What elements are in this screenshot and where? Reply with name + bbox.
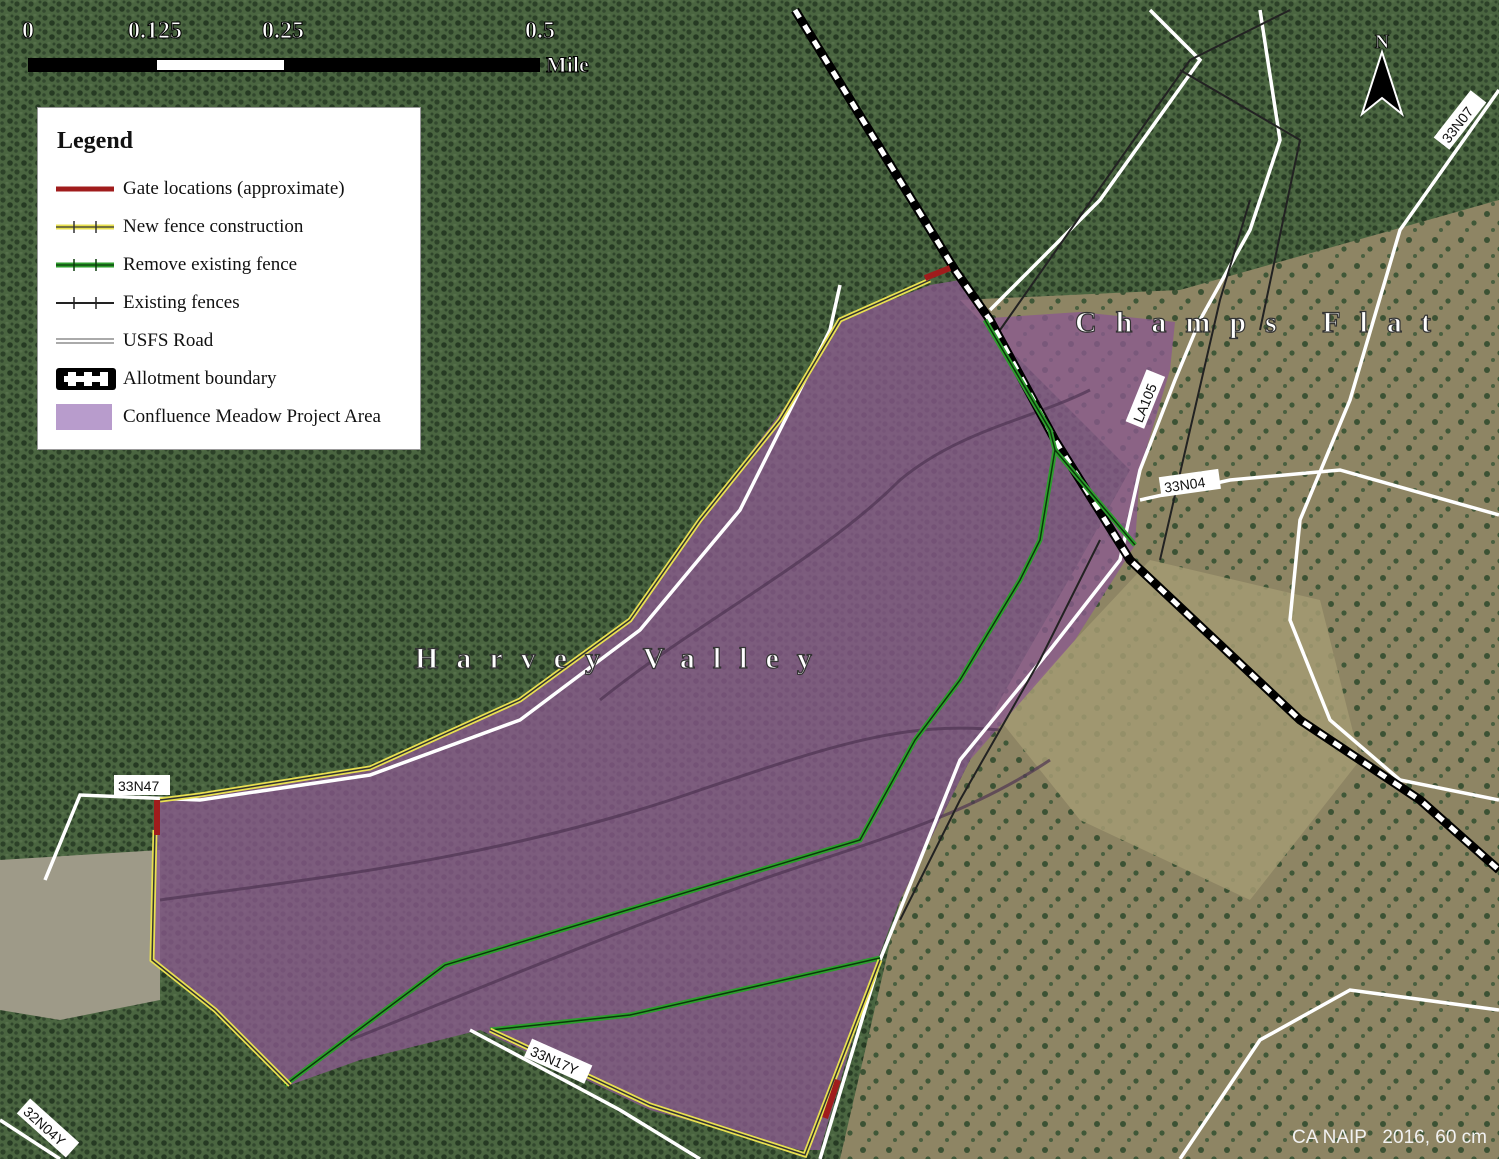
road-southeast: [1178, 988, 1499, 1159]
scale-tick-0125: 0.125: [128, 18, 183, 45]
existing-fence-symbol: [56, 297, 114, 309]
road-southwest: [0, 1118, 61, 1159]
scale-track: [28, 58, 540, 72]
project-area-polygon: [152, 280, 1175, 1150]
scale-tick-0: 0: [22, 18, 35, 45]
legend-item-new-fence: New fence construction: [54, 212, 414, 242]
allotment-boundary: [791, 7, 1499, 874]
legend-item-existing-fences: Existing fences: [54, 288, 414, 318]
road-33n07: [1288, 88, 1499, 802]
remove-fence-symbol: [56, 259, 114, 271]
gate-south: [822, 1079, 841, 1119]
open-meadow-terrain: [1000, 560, 1360, 900]
place-label-champs-flat: Champs Flat: [1075, 306, 1450, 339]
legend-item-gate: Gate locations (approximate): [54, 174, 414, 204]
road-33n17y: [469, 1028, 701, 1159]
road-label-33n04: 33N04: [1158, 468, 1221, 498]
road-la105: [818, 9, 1282, 1159]
north-arrow-icon: N: [1360, 31, 1404, 117]
gate-locations: [154, 265, 952, 1119]
legend-item-allotment-boundary: Allotment boundary: [54, 364, 414, 394]
remove-existing-fence: [283, 318, 1137, 1087]
road-label-33n47: 33N47: [114, 775, 170, 795]
legend-item-project-area: Confluence Meadow Project Area: [54, 402, 414, 432]
road-north: [988, 8, 1203, 312]
svg-text:33N04: 33N04: [1163, 474, 1206, 496]
imagery-credit: CA NAIP 2016, 60 cm: [1291, 1127, 1487, 1148]
scale-tick-05: 0.5: [525, 18, 556, 45]
legend-item-usfs-road: USFS Road: [54, 326, 414, 356]
road-symbol: [56, 338, 114, 344]
new-fence-symbol: [56, 221, 114, 233]
project-area-symbol: [56, 404, 112, 430]
legend-title: Legend: [57, 128, 134, 154]
scale-unit: Mile: [546, 52, 590, 78]
legend: Legend Gate locations (approximate) New …: [37, 107, 421, 450]
legend-item-remove-fence: Remove existing fence: [54, 250, 414, 280]
scale-tick-025: 0.25: [262, 18, 305, 45]
valley-floor-terrain: [0, 850, 160, 1020]
gate-symbol: [56, 186, 114, 192]
north-arrow: N: [1356, 28, 1408, 122]
existing-fences: [899, 9, 1302, 921]
svg-text:N: N: [1375, 31, 1390, 53]
svg-text:33N47: 33N47: [118, 778, 159, 794]
place-label-harvey-valley: Harvey Valley: [415, 642, 830, 675]
allotment-boundary-symbol: [56, 368, 116, 390]
scale-bar: 0 0.125 0.25 0.5 Mile: [20, 18, 620, 88]
gate-north: [923, 265, 952, 281]
